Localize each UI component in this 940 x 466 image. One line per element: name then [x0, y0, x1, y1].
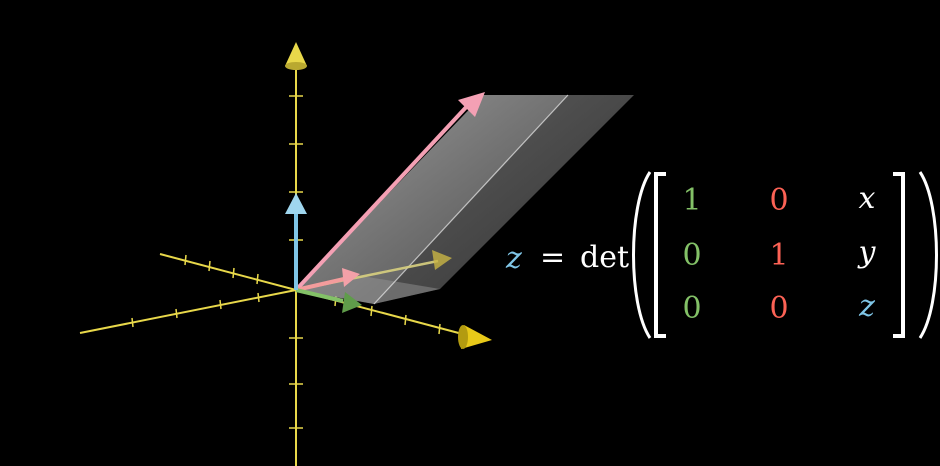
x-axis-back-ticks [184, 254, 259, 285]
k-hat-arrowhead [285, 193, 307, 214]
input-vector-arrowhead [458, 92, 485, 117]
matrix-cell-r1c1: 1 [682, 183, 702, 218]
parallelepiped-edge [373, 94, 569, 305]
det-operator: det [580, 240, 630, 275]
x-axis-arrowhead-base [458, 325, 468, 349]
x-axis-arrowhead [461, 325, 492, 349]
j-hat-arrowhead [342, 268, 360, 287]
x-axis-back [159, 253, 297, 291]
j-hat-vector [295, 277, 345, 292]
equation-lhs-z: z [506, 241, 522, 276]
matrix-cell-r3c2: 0 [769, 291, 789, 326]
left-paren [632, 171, 652, 339]
diagonal-vector-arrowhead [432, 250, 452, 270]
i-hat-arrowhead [342, 292, 362, 313]
matrix-cell-r3c3: z [859, 289, 875, 324]
left-bracket [654, 172, 666, 338]
matrix-cell-r3c1: 0 [682, 291, 702, 326]
matrix-cell-r1c3: x [858, 181, 876, 216]
y-axis-ticks [131, 292, 260, 328]
matrix-brackets [654, 172, 905, 338]
equals-sign: = [540, 240, 566, 275]
det-parentheses [632, 171, 938, 339]
z-axis-arrowhead [285, 42, 307, 66]
matrix-cell-r2c3: y [858, 235, 876, 270]
matrix-cell-r1c2: 0 [769, 183, 789, 218]
z-axis-arrowhead-base [285, 62, 307, 70]
y-axis [79, 289, 297, 334]
right-bracket [893, 172, 905, 338]
parallelepiped-side-face [374, 95, 634, 304]
matrix-cell-r2c1: 0 [682, 238, 702, 273]
parallelepiped-front-face [296, 95, 568, 304]
i-hat-vector [295, 288, 344, 303]
matrix-cell-r2c2: 1 [769, 238, 789, 273]
right-paren [918, 171, 938, 339]
input-vector [294, 101, 472, 292]
